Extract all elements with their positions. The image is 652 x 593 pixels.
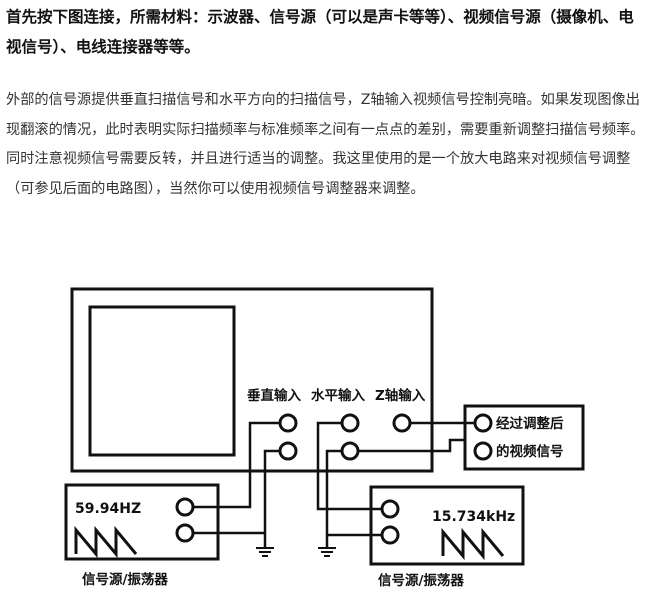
right-source-caption: 信号源/振荡器 [378,572,464,589]
video-signal-box [463,404,585,471]
left-gen-jack-bottom [175,523,195,543]
oscilloscope-body [70,287,434,473]
video-jack-top [473,413,493,433]
vertical-input-label: 垂直输入 [247,387,301,404]
right-signal-generator [369,485,525,566]
video-label-line2: 的视频信号 [496,443,564,460]
intro-heading: 首先按下图连接，所需材料：示波器、信号源（可以是声卡等等）、视频信号源（摄像机、… [6,8,634,56]
z-input-label: Z轴输入 [375,387,426,404]
left-gen-jack-top [175,497,195,517]
connection-wires [193,421,475,548]
oscilloscope-screen [88,305,236,457]
left-frequency: 59.94HZ [75,501,141,517]
vertical-input-jack [278,413,298,433]
video-jack-bottom [473,441,493,461]
ground-symbols [256,547,336,557]
horizontal-ground-jack [340,441,360,461]
right-sawtooth-wave [441,527,505,561]
right-frequency: 15.734kHz [432,509,515,525]
left-signal-generator [64,483,220,561]
horizontal-input-jack [340,413,360,433]
z-input-jack [392,413,412,433]
right-gen-jack-top [380,499,400,519]
left-sawtooth-wave [74,525,138,559]
description-paragraph: 外部的信号源提供垂直扫描信号和水平方向的扫描信号，Z轴输入视频信号控制亮暗。如果… [6,92,645,197]
vertical-ground-jack [278,441,298,461]
horizontal-input-label: 水平输入 [311,387,365,404]
video-label-line1: 经过调整后 [496,415,564,432]
left-source-caption: 信号源/振荡器 [82,571,168,588]
right-gen-jack-bottom [380,525,400,545]
